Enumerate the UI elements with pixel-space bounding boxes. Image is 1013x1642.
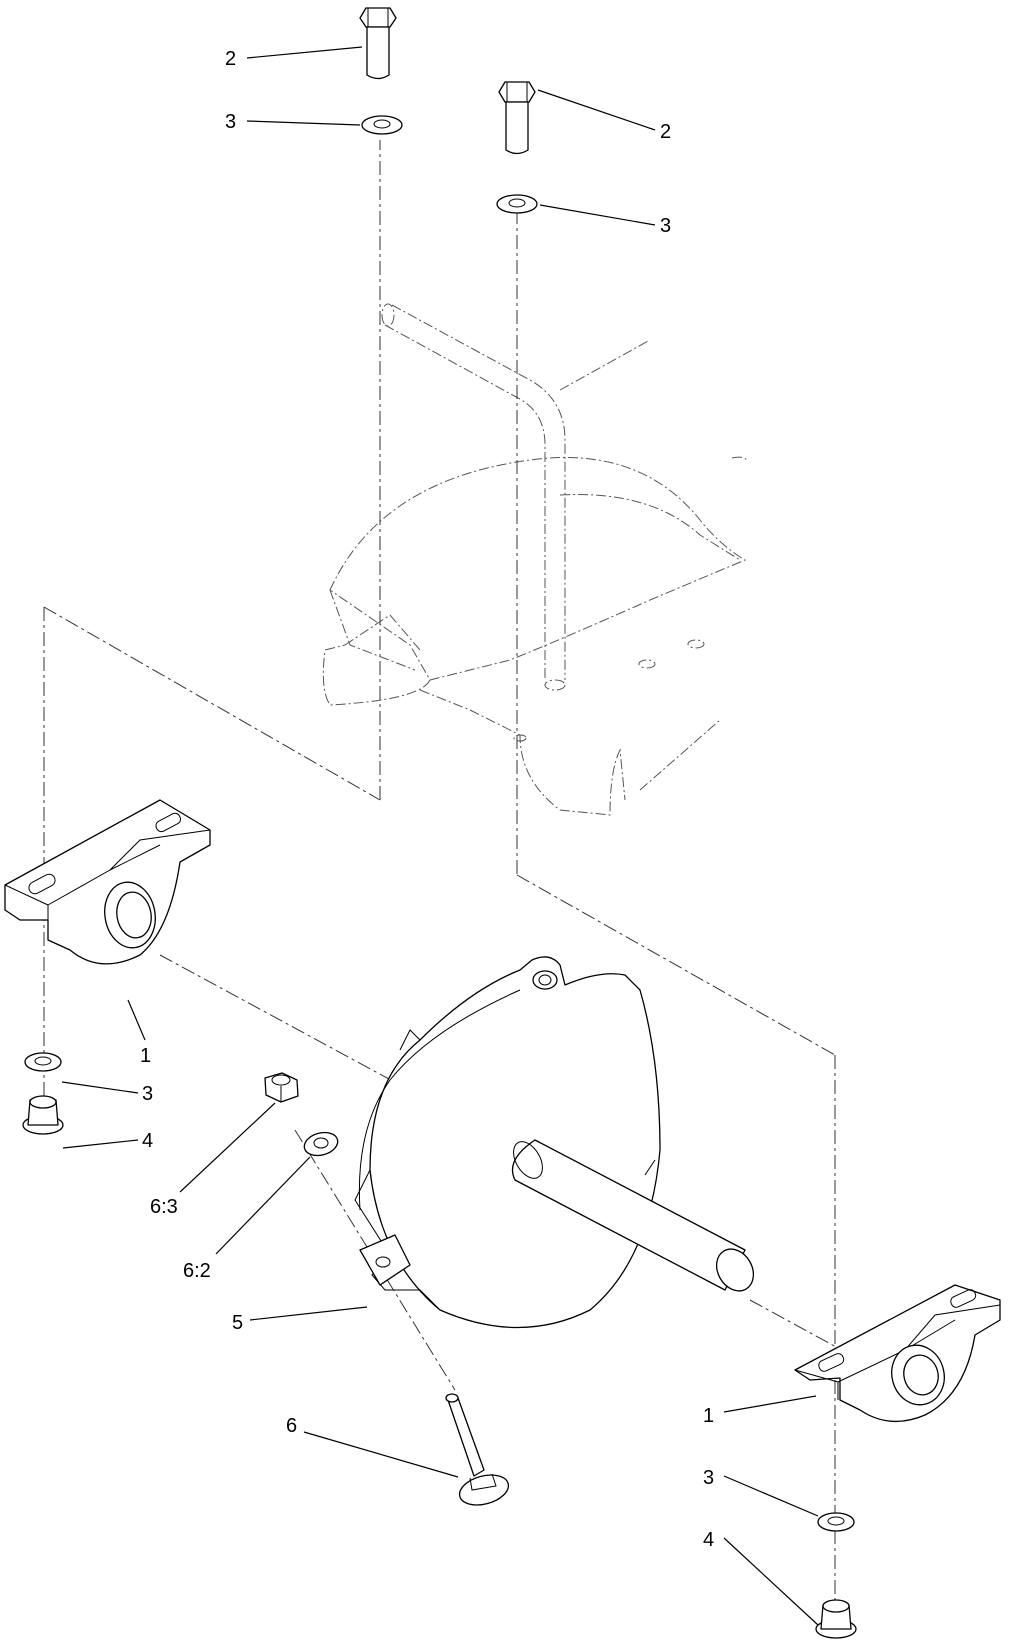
washer-upper-left (361, 115, 403, 135)
callout-disc-plate: 5 (232, 1312, 243, 1334)
callout-bolt-upper-right: 2 (660, 121, 671, 143)
callout-bolt-upper-left: 2 (225, 48, 236, 70)
callout-washer-left: 3 (142, 1083, 153, 1105)
callout-bearing-left: 1 (140, 1045, 151, 1067)
bearing-block-left (4, 799, 211, 965)
callout-nut-right: 4 (703, 1529, 714, 1551)
washer-right (817, 1512, 855, 1532)
callout-bearing-right: 1 (703, 1405, 714, 1427)
callout-washer-right: 3 (703, 1467, 714, 1489)
bolt-upper-left (359, 7, 397, 80)
disc-plate-assembly (354, 956, 755, 1329)
washer-6-2 (303, 1131, 339, 1157)
flange-nut-right (815, 1599, 857, 1639)
callout-washer-6-2: 6:2 (183, 1260, 211, 1282)
washer-upper-right (496, 194, 538, 214)
callout-labels: 2 3 2 3 1 3 4 6:3 6:2 5 6 1 3 4 (140, 48, 714, 1551)
carriage-bolt-6 (445, 1393, 510, 1506)
bolt-upper-right (498, 81, 536, 155)
flange-nut-left (22, 1095, 64, 1135)
bearing-block-right (794, 1284, 1001, 1423)
hex-nut-6-3 (264, 1072, 299, 1103)
callout-washer-upper-left: 3 (225, 111, 236, 133)
leader-lines (61, 46, 819, 1626)
callout-washer-upper-right: 3 (660, 215, 671, 237)
washer-left (24, 1052, 62, 1072)
callout-carriage-bolt: 6 (286, 1415, 297, 1437)
callout-nut-left: 4 (142, 1130, 153, 1152)
callout-hex-nut-6-3: 6:3 (150, 1196, 178, 1218)
